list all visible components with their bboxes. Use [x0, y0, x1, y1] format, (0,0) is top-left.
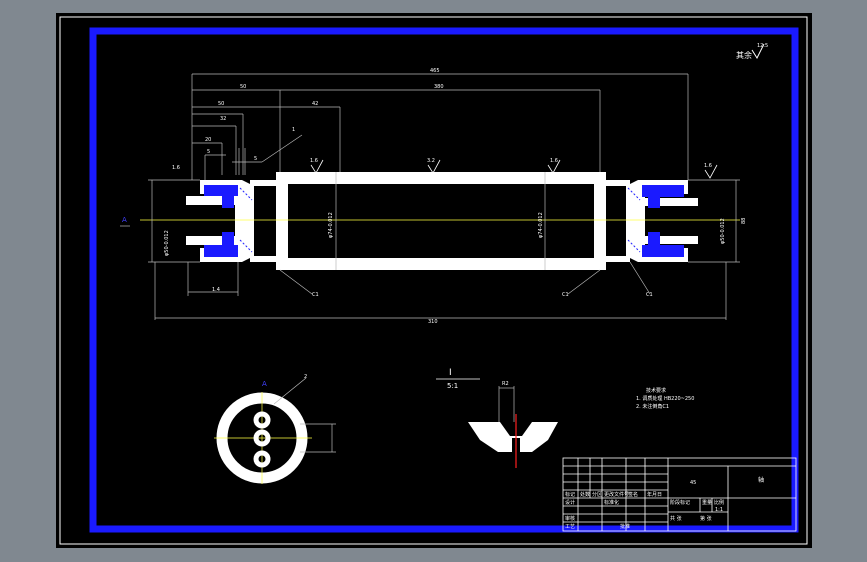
roughness-3: 1.6	[550, 158, 558, 164]
leader-1: 1	[292, 127, 295, 133]
neck-left-top	[250, 180, 280, 186]
shaft-top-wall	[278, 172, 603, 184]
tb-part-name: 轴	[758, 476, 764, 484]
right-end-core-1	[648, 194, 660, 208]
right-end-outline	[626, 180, 688, 262]
left-end-blue-2	[204, 245, 238, 257]
right-end-blue-2	[642, 245, 684, 257]
left-end-outline	[200, 180, 254, 262]
dim-length-bottom: 310	[428, 319, 438, 325]
neck-left-bottom	[250, 256, 280, 262]
chamfer-left: C1	[312, 292, 319, 298]
tb-stage-mark: 阶段标记	[670, 499, 690, 506]
side-dimension-labels: φ74-0.012 φ74-0.012 φ50-0.012 φ50-0.012 …	[122, 212, 747, 325]
detail-scale: 5:1	[447, 382, 458, 390]
diameter-left-end: φ50-0.012	[164, 230, 170, 256]
roughness-2: 3.2	[427, 158, 435, 164]
left-end-hole-2	[186, 236, 238, 245]
dim-overall: 465	[430, 68, 440, 74]
shaft-left-wall	[276, 172, 288, 270]
dim-e: 20	[205, 137, 211, 143]
detail-profile	[468, 422, 558, 452]
shaft-bottom-wall	[278, 258, 603, 270]
drawing-sheet	[56, 13, 812, 548]
roughness-4: 1.6	[704, 163, 712, 169]
surface-finish-note: 其余 12.5	[736, 43, 768, 60]
diameter-left-label: φ74-0.012	[328, 212, 334, 238]
dim-bottom: 1.4	[212, 287, 220, 293]
section-view-a: A 2	[214, 374, 336, 484]
tb-label-1: 处数	[580, 491, 590, 498]
surface-finish-label: 其余	[736, 50, 752, 60]
tb-sheet-total: 共 张	[670, 515, 682, 522]
tb-scale: 比例	[714, 499, 724, 506]
section-hole-2	[253, 429, 271, 447]
tech-notes: 技术要求 1. 调质处理 HB220~250 2. 未注倒角C1	[636, 387, 694, 410]
title-block-text: 标记 处数 分区 更改文件号 签名 年月日 设计 标准化 审核 工艺 批准 阶段…	[565, 476, 764, 530]
neck-right-top	[600, 180, 630, 186]
right-end-hole-1	[642, 198, 698, 206]
tb-label-5: 年月日	[647, 491, 662, 498]
dim-a: 50	[240, 84, 246, 90]
tech-line1: 1. 调质处理 HB220~250	[636, 395, 694, 402]
dim-right-height: 88	[741, 218, 747, 224]
top-dimensions	[191, 73, 689, 180]
roughness-rest-value: 12.5	[757, 43, 768, 49]
chamfer-right: C1	[562, 292, 569, 298]
title-block	[562, 457, 797, 532]
tb-ratio: 1:1	[715, 507, 723, 513]
diameter-right-label: φ74-0.012	[538, 212, 544, 238]
dim-g: 5	[254, 156, 257, 162]
diameter-right-end: φ50-0.012	[720, 218, 726, 244]
right-end-hole-2	[642, 236, 698, 244]
left-end-hole-1	[186, 196, 238, 205]
tb-design: 设计	[565, 499, 575, 506]
dim-b: 42	[312, 101, 318, 107]
dim-c: 50	[218, 101, 224, 107]
tech-line2: 2. 未注倒角C1	[636, 403, 669, 410]
left-end-core-1	[222, 194, 234, 208]
roughness-left: 1.6	[172, 165, 180, 171]
section-leader-text: 2	[304, 374, 307, 380]
dim-f: 5	[207, 149, 210, 155]
tb-label-4: 签名	[628, 491, 638, 498]
section-ref: A	[122, 216, 127, 224]
shaft-main-view	[140, 172, 740, 270]
roughness-symbol-icon	[751, 43, 765, 60]
inner-frame	[89, 27, 799, 533]
dim-d: 32	[220, 116, 226, 122]
tech-title: 技术要求	[646, 387, 666, 394]
roughness-labels: 1.6 3.2 1.6 1.6 1.6	[172, 158, 712, 171]
section-hole-3	[253, 450, 271, 468]
shaft-right-wall	[594, 172, 606, 270]
tb-approve: 批准	[620, 523, 630, 530]
detail-dim: R2	[502, 381, 509, 387]
right-end-core-2	[648, 232, 660, 246]
tb-process: 工艺	[565, 524, 575, 530]
tb-label-2: 分区	[592, 491, 602, 498]
tb-review: 审核	[565, 515, 575, 522]
dim-inner-span: 380	[434, 84, 444, 90]
chamfer-inner-r: C1	[646, 292, 653, 298]
tb-label-3: 更改文件号	[604, 491, 629, 498]
side-dimensions	[120, 172, 740, 320]
roughness-1: 1.6	[310, 158, 318, 164]
tb-label-0: 标记	[565, 491, 575, 498]
top-dimension-labels: 465 380 50 42 50 32 20 5 5 1	[205, 68, 444, 162]
tb-sheet-no: 第 张	[700, 515, 712, 522]
left-end-core-2	[222, 232, 234, 246]
tb-material: 45	[690, 480, 696, 486]
section-leader-line	[273, 377, 307, 405]
tb-weight: 重量	[702, 499, 712, 506]
detail-view-i: I 5:1 R2	[436, 368, 558, 468]
tb-standardize: 标准化	[604, 499, 619, 506]
section-hole-1	[253, 411, 271, 429]
section-view-label: A	[262, 380, 267, 388]
hatch-marks	[239, 187, 641, 253]
outer-border	[59, 16, 808, 545]
detail-label: I	[449, 368, 452, 378]
neck-right-bottom	[600, 256, 630, 262]
roughness-icon-4	[704, 164, 718, 179]
